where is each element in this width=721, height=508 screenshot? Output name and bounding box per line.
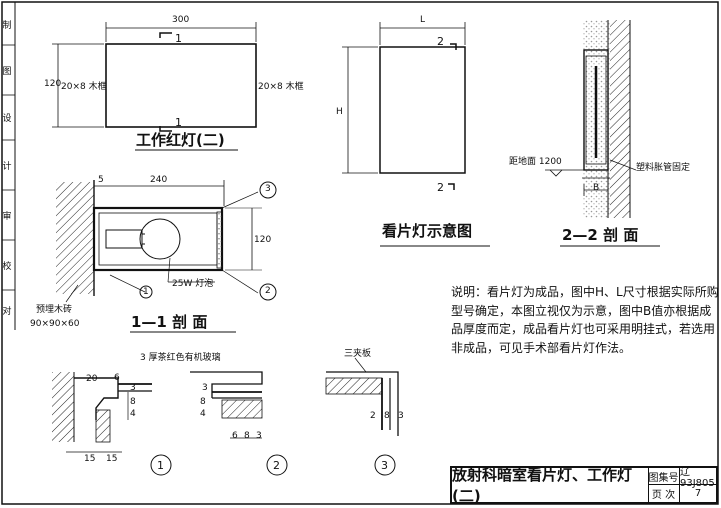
detail-3 bbox=[325, 357, 399, 476]
marker-2: 2 bbox=[265, 286, 271, 296]
detail-label-2: 2 bbox=[273, 459, 280, 472]
dim-d3a: 3 bbox=[130, 383, 136, 393]
dim-d4a: 4 bbox=[130, 409, 136, 419]
label-distance-floor: 距地面 1200 bbox=[509, 157, 562, 167]
label-embedded-wood-size: 90×90×60 bbox=[30, 319, 80, 329]
section-2-2 bbox=[545, 20, 660, 247]
dim-d15a: 15 bbox=[84, 454, 96, 464]
dim-d3c: 3 bbox=[256, 431, 262, 441]
dim-d6b: 6 bbox=[232, 431, 238, 441]
label-wood-frame-left: 20×8 木框 bbox=[61, 82, 107, 92]
dim-d8b: 8 bbox=[200, 397, 206, 407]
dim-L: L bbox=[420, 15, 426, 25]
section-mark-2-bottom: 2 bbox=[437, 181, 444, 194]
side-label-draw: 制 bbox=[2, 20, 12, 31]
dim-120-section: 120 bbox=[254, 235, 272, 245]
label-wood-frame-right: 20×8 木框 bbox=[258, 82, 304, 92]
dim-240: 240 bbox=[150, 175, 168, 185]
section-1-1 bbox=[56, 180, 277, 333]
side-label-check: 校 bbox=[2, 261, 12, 272]
dim-H: H bbox=[336, 107, 343, 117]
caption-section-2-2: 2—2 剖 面 bbox=[562, 226, 639, 244]
label-red-glass: 3 厚茶红色有机玻璃 bbox=[140, 353, 221, 363]
atlas-number-label: 图集号 bbox=[648, 468, 680, 485]
dim-d6: 6 bbox=[114, 373, 120, 383]
marker-1: 1 bbox=[143, 287, 149, 297]
film-viewer-elevation bbox=[342, 22, 490, 247]
side-label-verify: 对 bbox=[2, 306, 12, 317]
dim-d4b: 4 bbox=[200, 409, 206, 419]
side-label-calc: 计 bbox=[2, 161, 12, 172]
detail-label-1: 1 bbox=[157, 459, 164, 472]
side-label-design: 设 bbox=[2, 114, 12, 124]
dim-d20: 20 bbox=[86, 374, 98, 384]
side-label-drawing: 图 bbox=[2, 66, 12, 77]
atlas-number-value: 辽93J805 bbox=[680, 467, 716, 489]
dim-5: 5 bbox=[98, 175, 104, 185]
dim-300: 300 bbox=[172, 15, 190, 25]
section-mark-1-top: 1 bbox=[175, 32, 182, 45]
detail-label-3: 3 bbox=[381, 459, 388, 472]
page-label: 页 次 bbox=[648, 485, 680, 502]
title-block: 放射科暗室看片灯、工作灯(二) 图集号 辽93J805 页 次 7 bbox=[450, 466, 718, 505]
dim-d3b: 3 bbox=[202, 383, 208, 393]
label-embedded-wood: 预埋木砖 bbox=[36, 305, 73, 315]
caption-section-1-1: 1—1 剖 面 bbox=[131, 313, 208, 331]
side-label-review: 审 bbox=[2, 211, 12, 222]
dim-d8a: 8 bbox=[130, 397, 136, 407]
dim-d8d: 8 bbox=[384, 411, 390, 421]
dim-d8c: 8 bbox=[244, 431, 250, 441]
detail-1 bbox=[52, 372, 172, 476]
caption-film-viewer: 看片灯示意图 bbox=[382, 222, 473, 240]
work-red-light-elevation bbox=[52, 22, 257, 151]
caption-work-red-light: 工作红灯(二) bbox=[136, 131, 225, 149]
page-value: 7 bbox=[694, 488, 702, 499]
marker-3: 3 bbox=[265, 184, 271, 194]
section-mark-1-bottom: 1 bbox=[175, 116, 182, 129]
dim-d15b: 15 bbox=[106, 454, 118, 464]
label-plywood: 三夹板 bbox=[344, 349, 372, 359]
section-mark-2-top: 2 bbox=[437, 35, 444, 48]
detail-2 bbox=[190, 371, 288, 476]
label-bulb: 25W 灯泡 bbox=[172, 279, 214, 289]
dim-B: B bbox=[593, 183, 600, 193]
side-strip-dividers bbox=[2, 44, 15, 291]
dim-120: 120 bbox=[44, 79, 62, 89]
explanatory-note: 说明：看片灯为成品，图中H、L尺寸根据实际所购型号确定，本图立视仅为示意，图中B… bbox=[451, 285, 719, 355]
dim-d3d: 3 bbox=[398, 411, 404, 421]
drawing-title: 放射科暗室看片灯、工作灯(二) bbox=[452, 466, 649, 505]
dim-d2: 2 bbox=[370, 411, 376, 421]
label-plastic-nail: 塑料胀管固定 bbox=[636, 163, 691, 173]
